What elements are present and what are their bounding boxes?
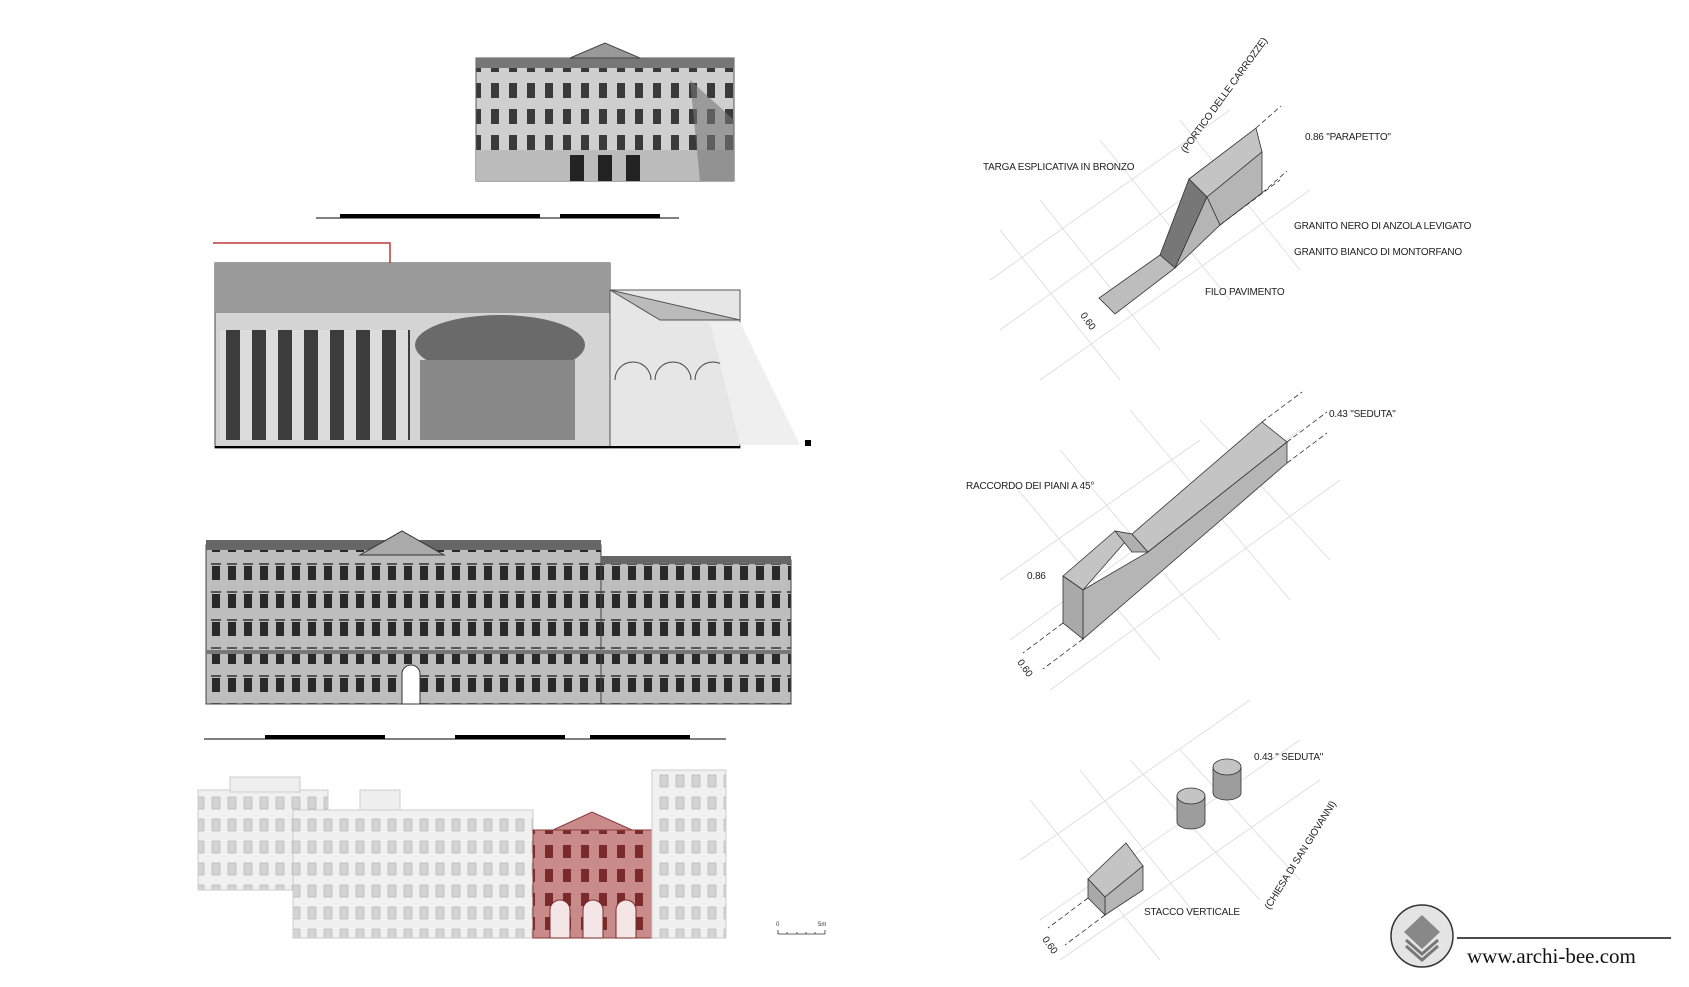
seat-bench-isometric — [1022, 391, 1328, 670]
label-raccordo: RACCORDO DEI PIANI A 45° — [966, 481, 1095, 492]
scale-start: 0 — [776, 922, 780, 928]
ground-line-bottom — [204, 735, 726, 740]
label-filo-pavimento: FILO PAVIMENTO — [1205, 287, 1285, 298]
label-granito-bianco: GRANITO BIANCO DI MONTORFANO — [1294, 247, 1462, 258]
label-seduta-2: 0.43 "SEDUTA" — [1329, 409, 1396, 420]
block-isometric — [1047, 842, 1144, 946]
archi-bee-logo — [1390, 904, 1671, 968]
palazzo-facade-elevation — [205, 530, 792, 705]
parapet-isometric — [1098, 105, 1288, 315]
label-parapetto: 0.86 "PARAPETTO" — [1305, 132, 1391, 143]
ground-line-top — [316, 214, 679, 219]
scale-bar — [777, 930, 826, 935]
facade-elevation-top — [475, 42, 735, 182]
cylinder-seats — [1176, 758, 1242, 830]
label-height-2: 0.86 — [1027, 571, 1046, 582]
scale-end: 5m — [818, 922, 827, 928]
section-cut-marker — [213, 242, 391, 263]
theatre-section — [213, 242, 811, 449]
label-stacco: STACCO VERTICALE — [1144, 907, 1240, 918]
brand-url[interactable]: www.archi-bee.com — [1467, 944, 1636, 968]
street-elevation — [197, 769, 727, 939]
label-seduta-3: 0.43 " SEDUTA" — [1254, 752, 1324, 763]
label-granito-nero: GRANITO NERO DI ANZOLA LEVIGATO — [1294, 221, 1472, 232]
label-targa: TARGA ESPLICATIVA IN BRONZO — [983, 162, 1135, 173]
